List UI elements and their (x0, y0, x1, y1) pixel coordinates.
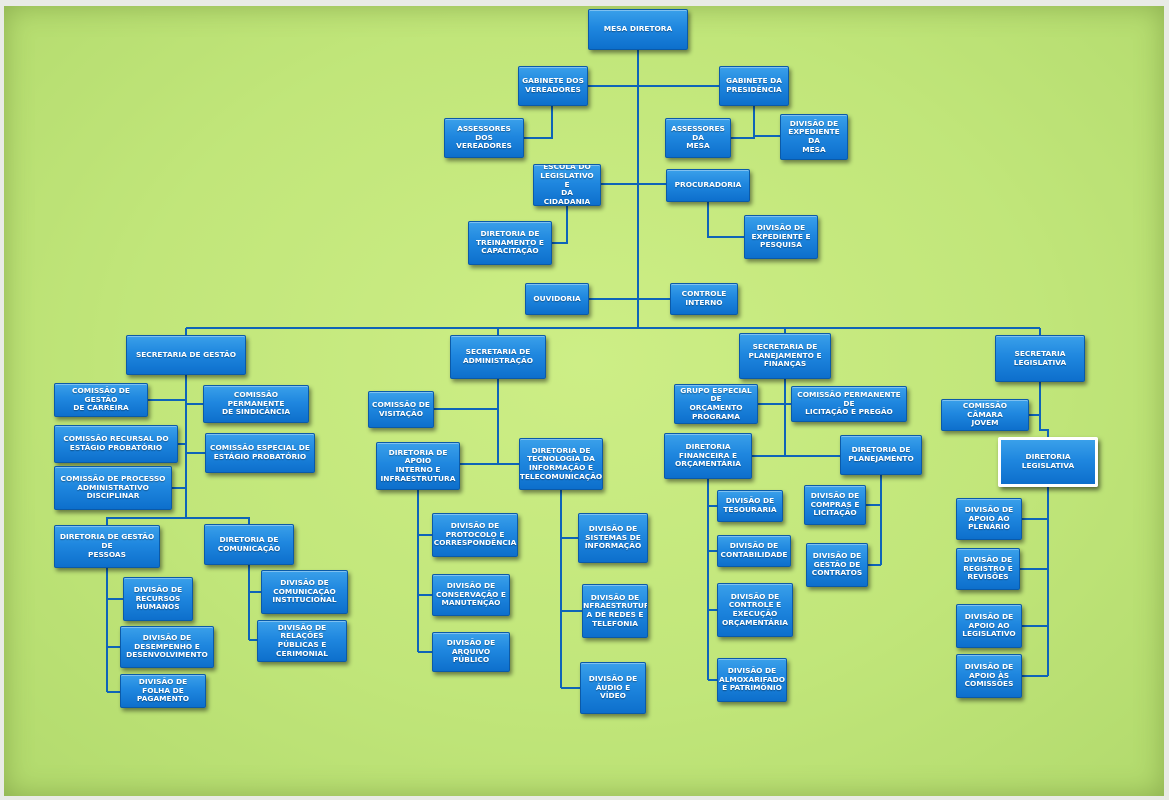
box-comissao-gestao-carreira[interactable]: COMISSÃO DE GESTÃO DE CARREIRA (54, 383, 148, 417)
box-comissao-processo[interactable]: COMISSÃO DE PROCESSO ADMINISTRATIVO DISC… (54, 466, 172, 510)
box-divisao-arquivo-publico[interactable]: DIVISÃO DE ARQUIVO PÚBLICO (432, 632, 510, 672)
box-comissao-sindicancia[interactable]: COMISSÃO PERMANENTE DE SINDICÂNCIA (203, 385, 309, 423)
box-divisao-apoio-comissoes[interactable]: DIVISÃO DE APOIO ÀS COMISSÕES (956, 654, 1022, 698)
box-secretaria-legislativa[interactable]: SECRETARIA LEGISLATIVA (995, 335, 1085, 382)
connector-line (707, 202, 744, 238)
box-escola-legislativo[interactable]: ESCOLA DO LEGISLATIVO E DA CIDADANIA (533, 164, 601, 206)
box-diretoria-apoio-interno[interactable]: DIRETORIA DE APOIO INTERNO E INFRAESTRUT… (376, 442, 460, 490)
box-mesa-diretora[interactable]: MESA DIRETORA (588, 9, 688, 50)
box-diretoria-financeira[interactable]: DIRETORIA FINANCEIRA E ORÇAMENTÁRIA (664, 433, 752, 479)
box-divisao-relacoes-publicas[interactable]: DIVISÃO DE RELAÇÕES PÚBLICAS E CERIMONIA… (257, 620, 347, 662)
box-diretoria-gestao-pessoas[interactable]: DIRETORIA DE GESTÃO DE PESSOAS (54, 525, 160, 568)
box-ouvidoria[interactable]: OUVIDORIA (525, 283, 589, 315)
box-divisao-desempenho[interactable]: DIVISÃO DE DESEMPENHO E DESENVOLVIMENTO (120, 626, 214, 668)
box-divisao-protocolo[interactable]: DIVISÃO DE PROTOCOLO E CORRESPONDÊNCIA (432, 513, 518, 557)
connector-line (106, 517, 186, 525)
box-divisao-controle-execucao[interactable]: DIVISÃO DE CONTROLE E EXECUÇÃO ORÇAMENTÁ… (717, 583, 793, 637)
box-diretoria-planejamento[interactable]: DIRETORIA DE PLANEJAMENTO (840, 435, 922, 475)
connector-line (1039, 382, 1049, 437)
box-diretoria-comunicacao[interactable]: DIRETORIA DE COMUNICAÇÃO (204, 524, 294, 565)
box-divisao-almoxarifado[interactable]: DIVISÃO DE ALMOXARIFADO E PATRIMÔNIO (717, 658, 787, 702)
box-gabinete-vereadores[interactable]: GABINETE DOS VEREADORES (518, 66, 588, 106)
box-grupo-especial-orcamento[interactable]: GRUPO ESPECIAL DE ORÇAMENTO PROGRAMA (674, 384, 758, 424)
box-divisao-expediente-mesa[interactable]: DIVISÃO DE EXPEDIENTE DA MESA (780, 114, 848, 160)
box-diretoria-tecnologia[interactable]: DIRETORIA DE TECNOLOGIA DA INFORMAÇÃO E … (519, 438, 603, 490)
box-divisao-recursos-humanos[interactable]: DIVISÃO DE RECURSOS HUMANOS (123, 577, 193, 621)
box-gabinete-presidencia[interactable]: GABINETE DA PRESIDÊNCIA (719, 66, 789, 106)
box-comissao-licitacao[interactable]: COMISSÃO PERMANENTE DE LICITAÇÃO E PREGÃ… (791, 386, 907, 422)
box-procuradoria[interactable]: PROCURADORIA (666, 169, 750, 202)
box-divisao-sistemas-informacao[interactable]: DIVISÃO DE SISTEMAS DE INFORMAÇÃO (578, 513, 648, 563)
box-divisao-contabilidade[interactable]: DIVISÃO DE CONTABILIDADE (717, 535, 791, 567)
box-comissao-visitacao[interactable]: COMISSÃO DE VISITAÇÃO (368, 391, 434, 428)
box-diretoria-legislativa[interactable]: DIRETORIA LEGISLATIVA (998, 437, 1098, 487)
box-divisao-expediente-pesquisa[interactable]: DIVISÃO DE EXPEDIENTE E PESQUISA (744, 215, 818, 259)
connector-line (186, 517, 250, 524)
box-divisao-comunicacao-institucional[interactable]: DIVISÃO DE COMUNICAÇÃO INSTITUCIONAL (261, 570, 348, 614)
box-divisao-registro-revisoes[interactable]: DIVISÃO DE REGISTRO E REVISÕES (956, 548, 1020, 590)
box-secretaria-administracao[interactable]: SECRETARIA DE ADMINISTRAÇÃO (450, 335, 546, 379)
box-divisao-compras-licitacao[interactable]: DIVISÃO DE COMPRAS E LICITAÇÃO (804, 485, 866, 525)
box-assessores-mesa[interactable]: ASSESSORES DA MESA (665, 118, 731, 158)
box-divisao-infraestrutura-redes[interactable]: DIVISÃO DE INFRAESTRUTUR A DE REDES E TE… (582, 584, 648, 638)
box-controle-interno[interactable]: CONTROLE INTERNO (670, 283, 738, 315)
box-divisao-apoio-legislativo[interactable]: DIVISÃO DE APOIO AO LEGISLATIVO (956, 604, 1022, 648)
box-assessores-vereadores[interactable]: ASSESSORES DOS VEREADORES (444, 118, 524, 158)
box-divisao-apoio-plenario[interactable]: DIVISÃO DE APOIO AO PLENÁRIO (956, 498, 1022, 540)
box-divisao-conservacao[interactable]: DIVISÃO DE CONSERVAÇÃO E MANUTENÇÃO (432, 574, 510, 616)
box-secretaria-planejamento[interactable]: SECRETARIA DE PLANEJAMENTO E FINANÇAS (739, 333, 831, 379)
box-comissao-recursal[interactable]: COMISSÃO RECURSAL DO ESTÁGIO PROBATÓRIO (54, 425, 178, 463)
box-comissao-camara-jovem[interactable]: COMISSÃO CÂMARA JOVEM (941, 399, 1029, 431)
box-diretoria-treinamento[interactable]: DIRETORIA DE TREINAMENTO E CAPACITAÇÃO (468, 221, 552, 265)
org-chart: MESA DIRETORA GABINETE DOS VEREADORES GA… (4, 6, 1164, 796)
box-divisao-tesouraria[interactable]: DIVISÃO DE TESOURARIA (717, 490, 783, 522)
box-divisao-folha-pagamento[interactable]: DIVISÃO DE FOLHA DE PAGAMENTO (120, 674, 206, 708)
connector-line (731, 106, 755, 139)
connector-line (552, 206, 568, 244)
connector-lines (106, 50, 1049, 693)
box-divisao-audio-video[interactable]: DIVISÃO DE ÁUDIO E VÍDEO (580, 662, 646, 714)
box-comissao-especial[interactable]: COMISSÃO ESPECIAL DE ESTÁGIO PROBATÓRIO (205, 433, 315, 473)
connector-line (524, 106, 553, 139)
box-divisao-gestao-contratos[interactable]: DIVISÃO DE GESTÃO DE CONTRATOS (806, 543, 868, 587)
box-secretaria-gestao[interactable]: SECRETARIA DE GESTÃO (126, 335, 246, 375)
